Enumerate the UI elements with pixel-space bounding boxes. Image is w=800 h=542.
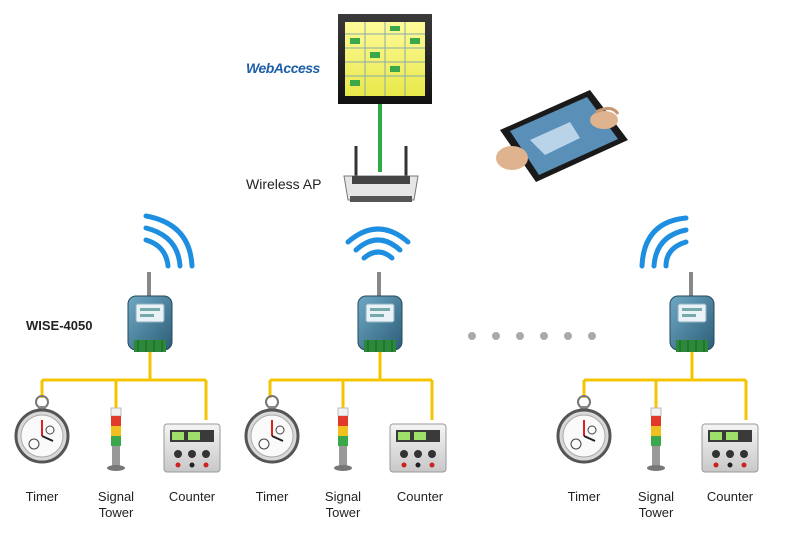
counter-label: Counter [706,489,754,504]
timer-icon [556,394,612,464]
counter-icon [701,423,759,473]
wireless-ap [343,146,419,202]
wise-module-1 [127,271,173,353]
counter-icon [163,423,221,473]
signal-tower-label-line2: Tower [325,505,361,520]
counter-icon [389,423,447,473]
signal-tower-icon [333,407,353,472]
signal-tower-label: Signal Tower [313,489,373,521]
timer-icon [14,394,70,464]
timer-label: Timer [25,489,59,504]
wiring-1 [40,352,208,420]
wifi-signal-icon [345,226,411,261]
webaccess-logo-text: WebAccess [246,60,320,76]
access-point-label: Wireless AP [246,176,322,192]
timer-label: Timer [255,489,289,504]
timer-icon [244,394,300,464]
signal-tower-icon [646,407,666,472]
signal-tower-label-line1: Signal [324,489,362,504]
signal-tower-label: Signal Tower [86,489,146,521]
signal-tower-label-line2: Tower [638,505,674,520]
tablet-device [496,90,628,182]
signal-tower-label: Signal Tower [626,489,686,521]
timer-label: Timer [567,489,601,504]
signal-tower-label-line1: Signal [637,489,675,504]
counter-label: Counter [396,489,444,504]
signal-tower-icon [106,407,126,472]
counter-label: Counter [168,489,216,504]
wifi-signal-icon [143,213,195,269]
module-model-label: WISE-4050 [26,318,93,333]
hmi-monitor [338,14,432,104]
signal-tower-label-line1: Signal [97,489,135,504]
wiring-2 [268,352,434,420]
webaccess-logo: WebAccess [246,60,320,76]
wise-module-3 [669,271,715,353]
wiring-3 [582,352,748,420]
wise-module-2 [357,271,403,353]
ellipsis-dots [468,332,596,340]
signal-tower-label-line2: Tower [98,505,134,520]
wifi-signal-icon [639,215,689,269]
